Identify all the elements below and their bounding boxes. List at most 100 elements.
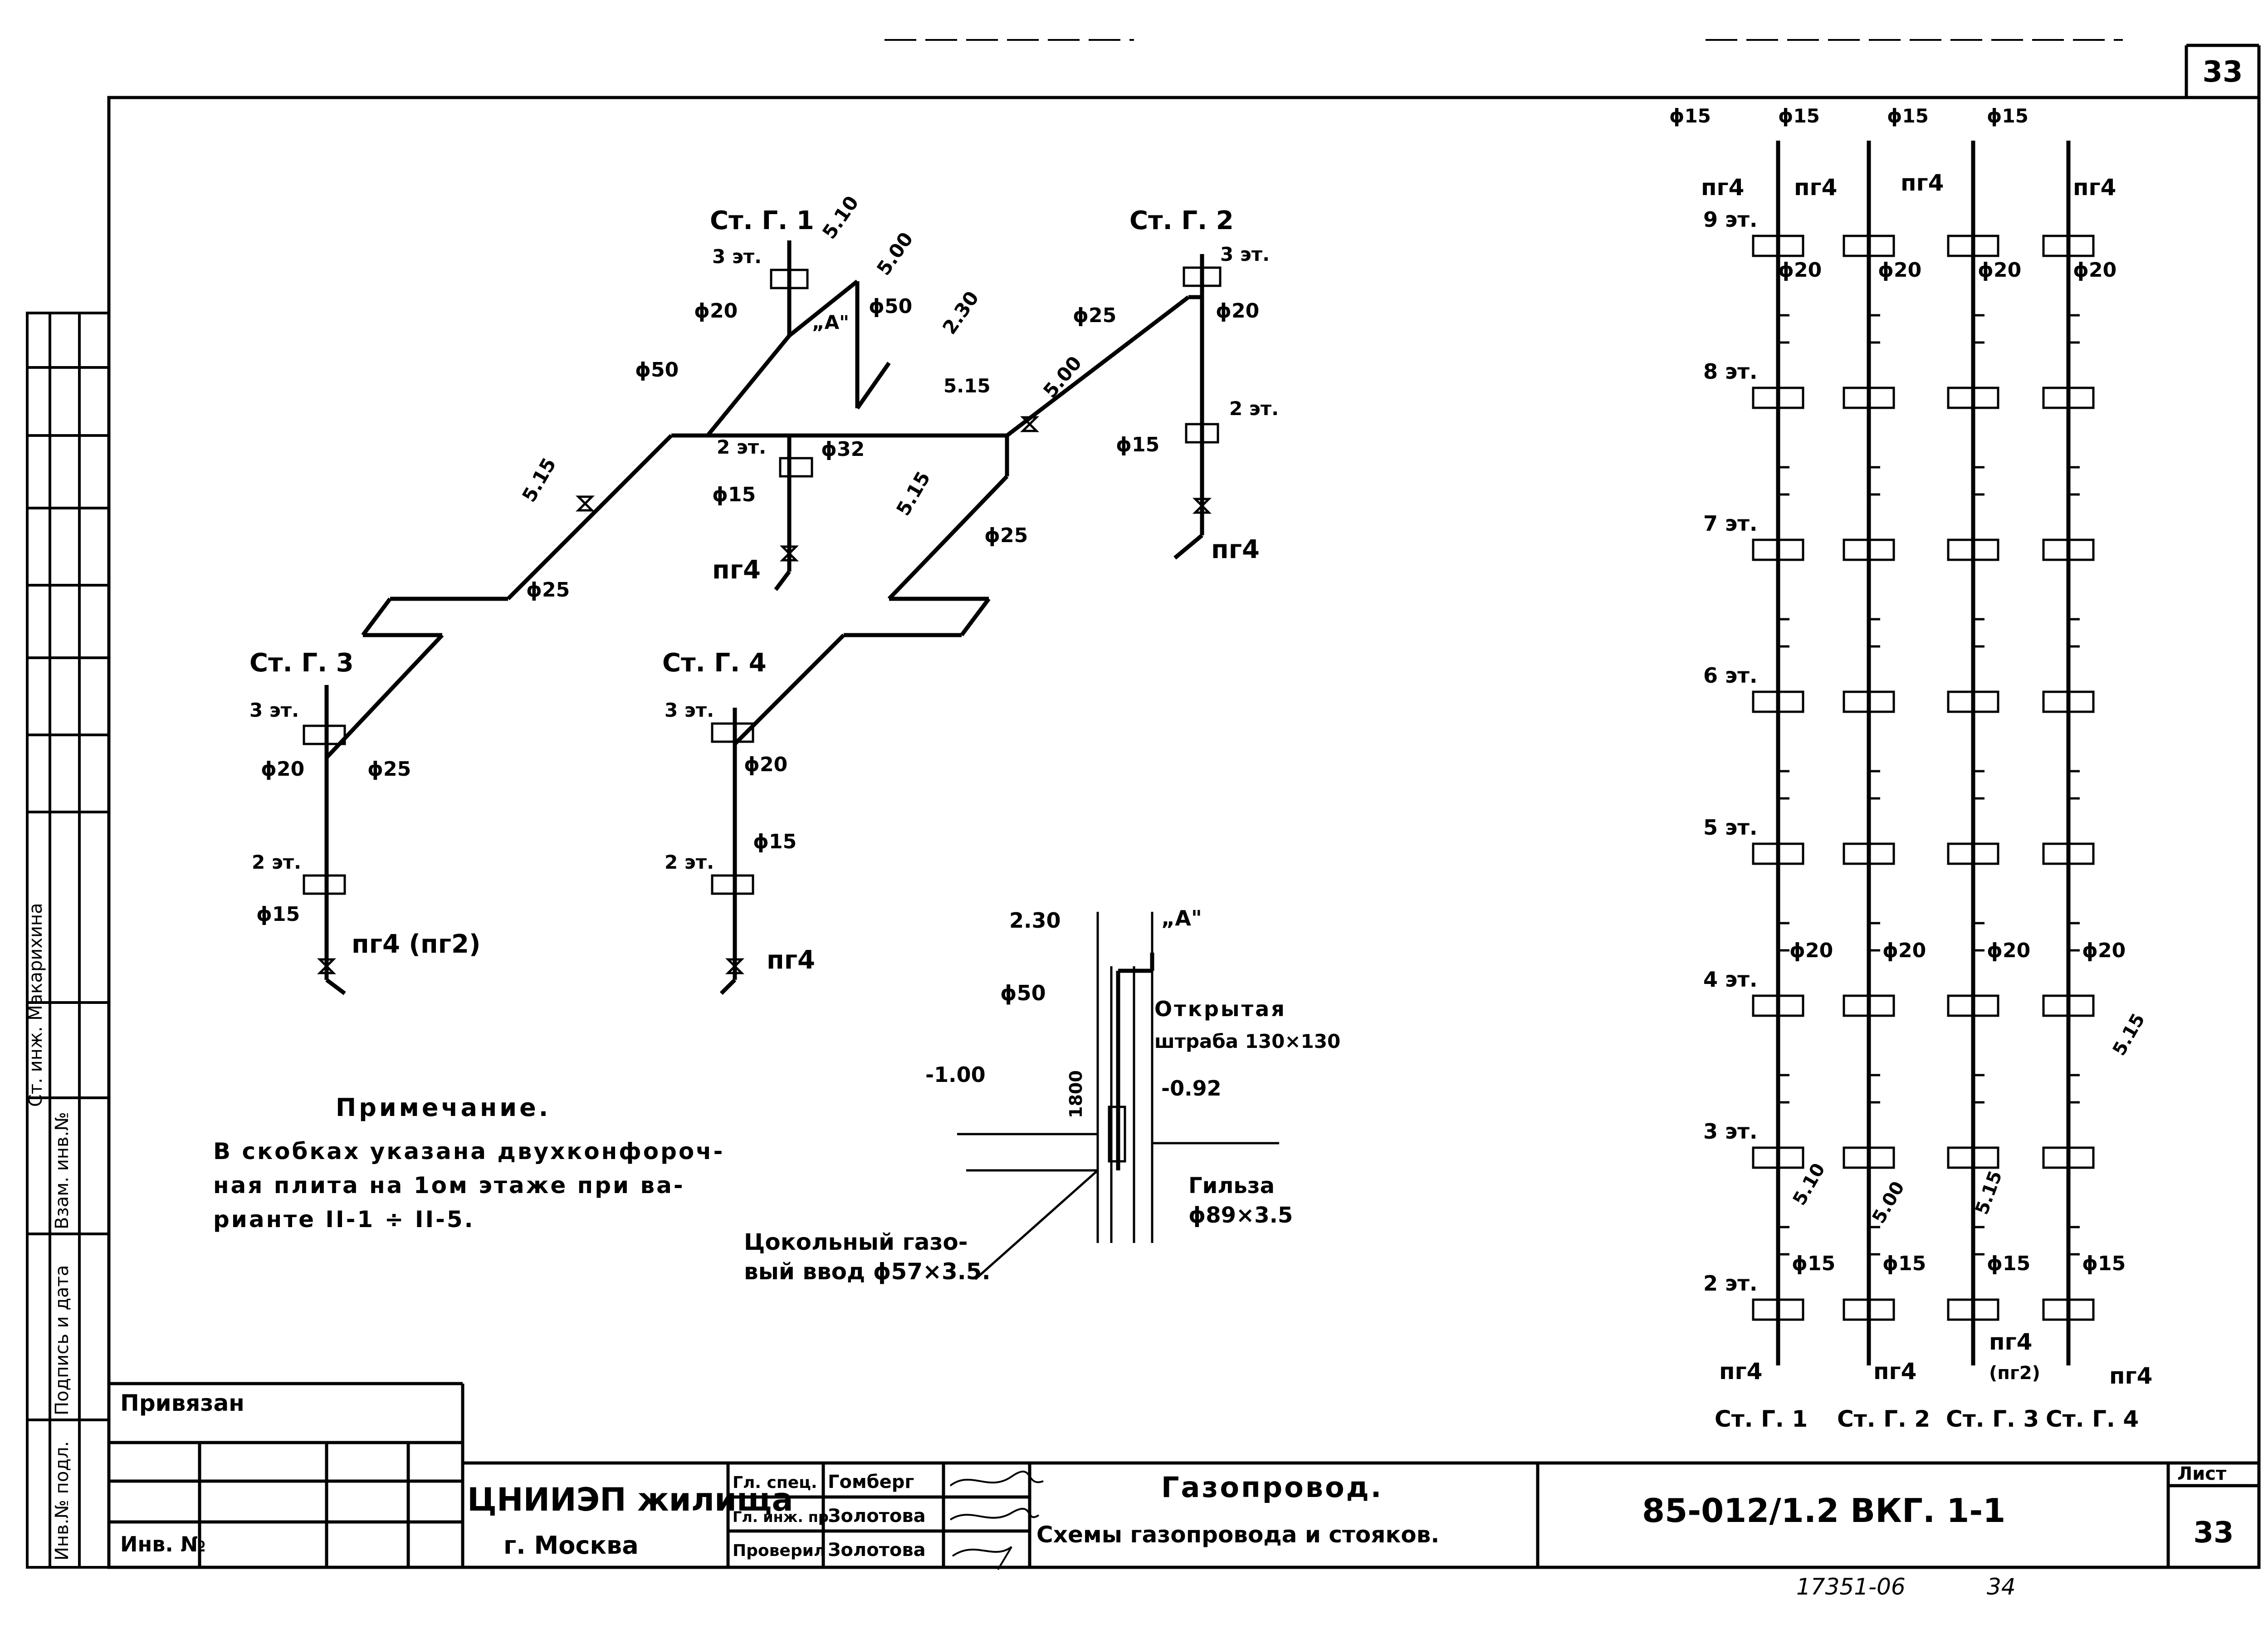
elev-bottom-pr4: пг4	[1989, 1329, 2032, 1355]
diameter-label: ϕ25	[526, 578, 570, 602]
note-title: Примечание.	[336, 1093, 551, 1122]
gas-tap-mark	[1777, 922, 1789, 952]
detail-elev-230: 2.30	[1009, 908, 1061, 933]
floor-slab-mark	[2042, 690, 2095, 713]
floor-slab-mark	[1947, 386, 1999, 409]
handwritten-page-number: 34	[1987, 1574, 2016, 1600]
elev-riser-label: Ст. Г. 2	[1837, 1406, 1930, 1432]
gas-tap-mark	[1972, 1226, 1984, 1256]
handwritten-archive-number: 17351-06	[1796, 1574, 1906, 1600]
riser-2-label: Ст. Г. 2	[1129, 206, 1234, 235]
title-block-org: ЦНИИЭП жилища	[467, 1481, 793, 1518]
title-block-sheet-number: 33	[2193, 1516, 2234, 1550]
floor-3-label: 3 эт.	[1220, 243, 1270, 265]
floor-slab-mark	[1843, 1146, 1895, 1169]
callout-a: „А"	[812, 311, 849, 333]
diameter-label: ϕ20	[261, 758, 304, 781]
riser-3-label: Ст. Г. 3	[249, 648, 354, 678]
gas-tap-mark	[1867, 314, 1880, 344]
title-block-city: г. Москва	[503, 1531, 639, 1560]
title-block-role: Гл. спец.	[733, 1473, 817, 1492]
gas-tap-mark	[1777, 1074, 1789, 1104]
elev-bottom-pr4: пг4	[1719, 1358, 1762, 1384]
elev-floor-label: 4 эт.	[1703, 967, 1757, 992]
detail-dia50: ϕ50	[1000, 981, 1046, 1005]
gas-tap-mark	[1972, 770, 1984, 800]
detail-inlet-1: Цокольный газо-	[744, 1229, 968, 1255]
elevation-label: 5.10	[818, 192, 863, 243]
floor-slab-mark	[1843, 538, 1895, 561]
gas-tap-mark	[2067, 922, 2080, 952]
elev-floor-label: 9 эт.	[1703, 207, 1757, 232]
gas-tap-mark	[1972, 314, 1984, 344]
detail-dim-1800: 1800	[1066, 1070, 1086, 1118]
detail-sleeve-1: Гильза	[1188, 1173, 1275, 1199]
floor-slab-mark	[1843, 386, 1895, 409]
diameter-label: ϕ15	[1116, 433, 1159, 456]
elevation-label: 5.00	[872, 228, 918, 279]
note-line-3: рианте II-1 ÷ II-5.	[213, 1206, 475, 1233]
left-strip-field-inv-podl: Инв.№ подл.	[52, 1441, 73, 1561]
title-block-title-2: Схемы газопровода и стояков.	[1036, 1521, 1439, 1548]
floor-slab-mark	[1947, 1146, 1999, 1169]
floor-slab-mark	[1843, 690, 1895, 713]
gas-tap-mark	[1972, 466, 1984, 496]
diameter-label: ϕ15	[753, 830, 797, 853]
elev-riser-label: Ст. Г. 4	[2046, 1406, 2139, 1432]
elev-riser-label: Ст. Г. 1	[1715, 1406, 1808, 1432]
elev-floor-label: 6 эт.	[1703, 663, 1757, 688]
elev-515: 5.15	[2109, 1010, 2149, 1059]
elev-dia20: ϕ20	[1987, 939, 2030, 962]
elev-dia15: ϕ15	[1987, 1252, 2030, 1275]
signature-scribbles	[949, 1470, 1044, 1570]
floor-slab-mark	[1843, 1298, 1895, 1321]
gas-tap-mark	[1777, 314, 1789, 344]
gas-stove-label: пг4	[1211, 535, 1260, 564]
detail-open-chase-1: Открытая	[1154, 997, 1286, 1021]
elev-top-dia: ϕ15	[1887, 105, 1929, 127]
floor-slab-mark	[2042, 386, 2095, 409]
floor-slab-mark	[1843, 235, 1895, 257]
corner-sheet-number: 33	[2202, 55, 2243, 89]
detail-inlet-2: вый ввод ϕ57×3.5.	[744, 1258, 991, 1285]
elev-bottom-pr4: пг4	[1873, 1358, 1916, 1384]
floor-2-label: 2 эт.	[1229, 397, 1279, 420]
drawing-note: Примечание. В скобках указана двухконфор…	[213, 1093, 724, 1233]
gas-tap-mark	[1777, 618, 1789, 648]
floor-slab-mark	[2042, 1298, 2095, 1321]
gas-tap-mark	[1777, 1226, 1789, 1256]
gas-tap-mark	[1972, 1074, 1984, 1104]
floor-slab-mark	[1752, 538, 1804, 561]
gas-tap-mark	[1867, 922, 1880, 952]
left-strip	[26, 312, 110, 1569]
floor-slab-mark	[1947, 235, 1999, 257]
riser-4-label: Ст. Г. 4	[662, 648, 767, 678]
detail-a-gas-inlet: 2.30 „А" ϕ50 -1.00 1800 -0.92 Открытая ш…	[744, 906, 1340, 1285]
elev-500: 5.00	[1868, 1178, 1909, 1227]
floor-slab-mark	[1843, 994, 1895, 1017]
elev-dia20: ϕ20	[1878, 259, 1921, 282]
diameter-label: ϕ32	[821, 438, 865, 461]
left-strip-field-vzam: Взам. инв.№	[52, 1112, 73, 1229]
floor-slab-mark	[2042, 1146, 2095, 1169]
gas-tap-mark	[1972, 618, 1984, 648]
elevation-label: 2.30	[938, 287, 983, 338]
title-block-name: Гомберг	[828, 1472, 914, 1492]
elev-floor-label: 2 эт.	[1703, 1271, 1757, 1296]
gas-tap-mark	[2067, 314, 2080, 344]
left-strip-field-signature: Подпись и дата	[52, 1265, 73, 1415]
elev-bottom-pr4: пг4	[2109, 1363, 2152, 1389]
gas-tap-mark	[1867, 770, 1880, 800]
gas-tap-mark	[1777, 466, 1789, 496]
floor-slab-mark	[2042, 842, 2095, 865]
floor-2-label: 2 эт.	[717, 436, 766, 458]
isometric-gas-scheme: Ст. Г. 1 Ст. Г. 2 Ст. Г. 3 Ст. Г. 4 3 эт…	[249, 192, 1279, 995]
floor-slab-mark	[1752, 1298, 1804, 1321]
diameter-label: ϕ20	[744, 753, 787, 776]
floor-slab-mark	[2042, 235, 2095, 257]
note-line-1: В скобках указана двухконфороч-	[213, 1138, 724, 1164]
elevation-label: 5.15	[943, 375, 991, 397]
left-strip-rotated-note: Ст. инж. Макарихина	[25, 903, 46, 1107]
gas-tap-mark	[1777, 770, 1789, 800]
